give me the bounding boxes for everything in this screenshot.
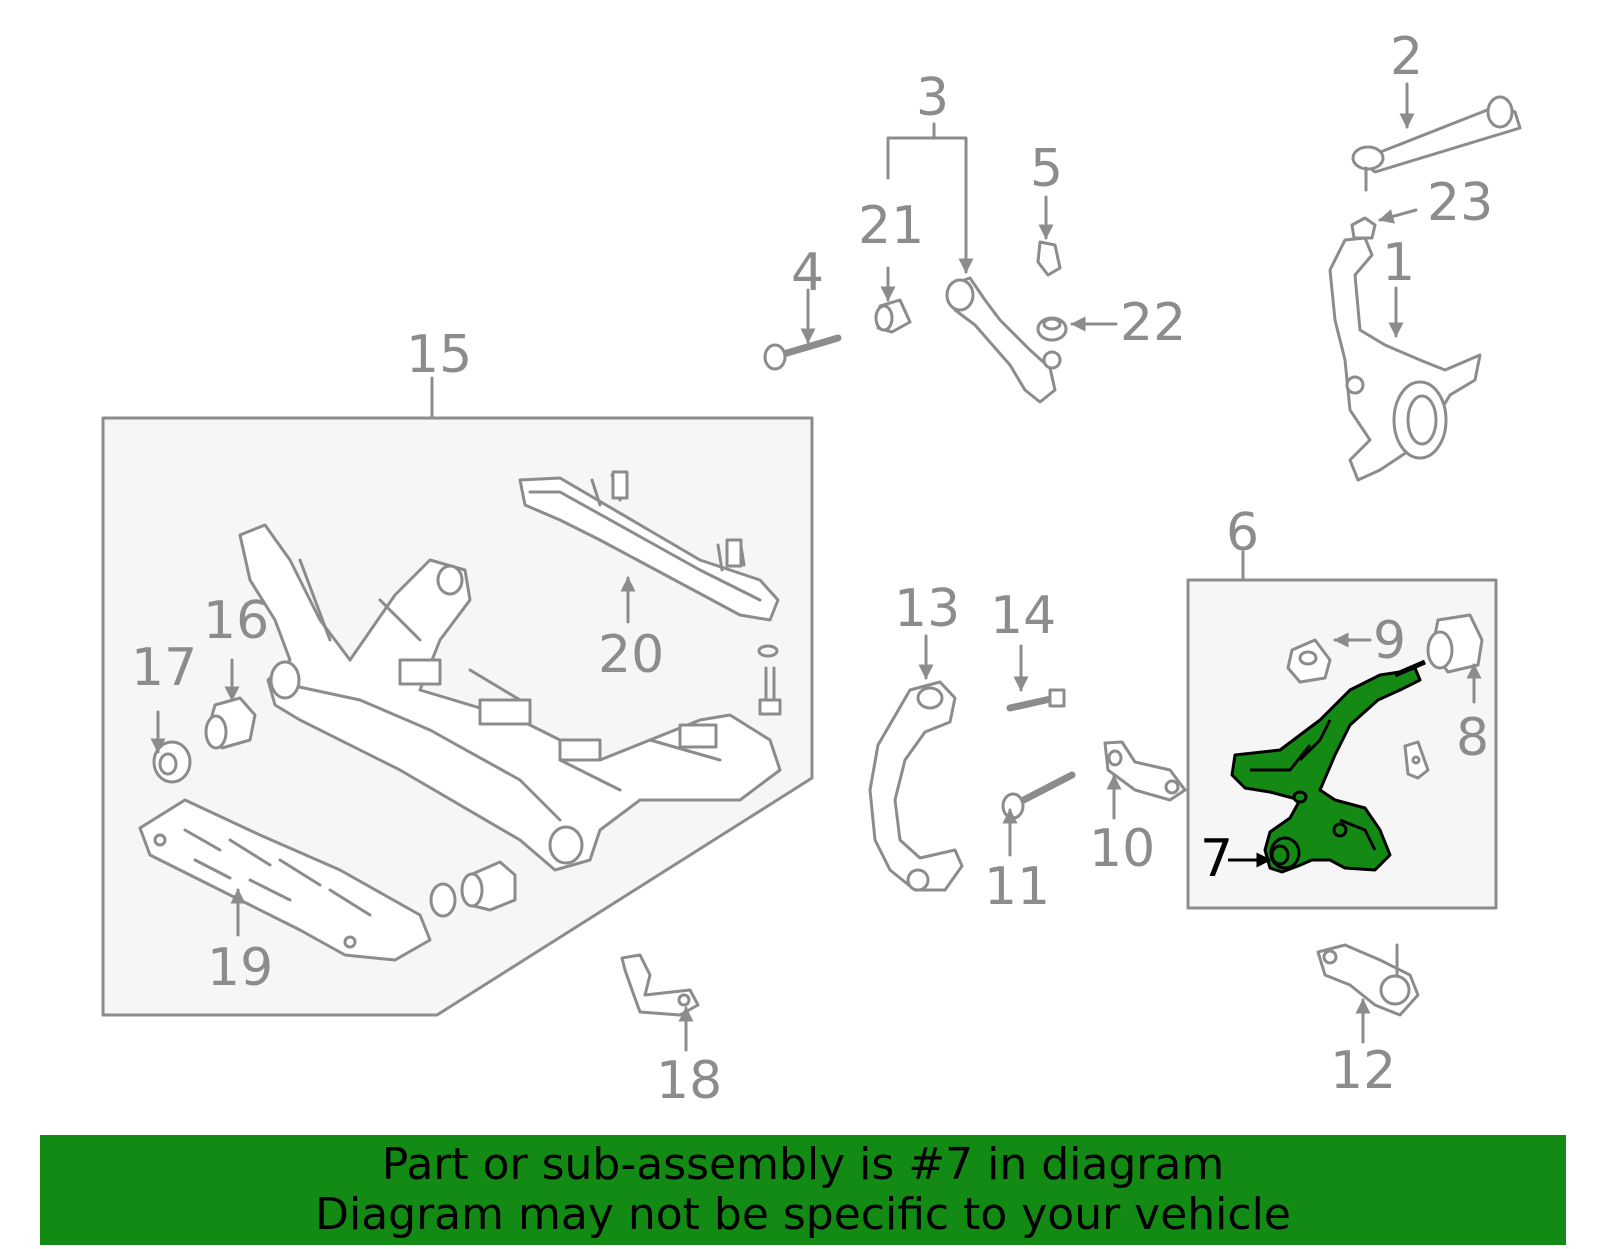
bushing-8: [1426, 613, 1484, 674]
callout-5: 5: [1030, 139, 1063, 199]
small-bracket: [1403, 740, 1430, 780]
subframe: [238, 523, 782, 872]
plate-10: [1103, 740, 1187, 802]
bolt-4: [763, 334, 842, 371]
skid-plate: [138, 798, 432, 962]
callout-14: 14: [990, 586, 1056, 646]
callout-13: 13: [894, 579, 960, 639]
crossmember-rail: [518, 470, 780, 622]
callout-7: 7: [1200, 829, 1233, 889]
callout-21: 21: [858, 196, 924, 256]
nut-5: [1036, 240, 1062, 277]
bracket-18: [620, 953, 700, 1017]
subframe-bushing-16: [204, 696, 257, 750]
subframe-bolt: [757, 644, 782, 716]
washer-22: [1036, 316, 1068, 342]
callout-1: 1: [1382, 233, 1415, 293]
callout-17: 17: [131, 638, 197, 698]
callout-10: 10: [1089, 819, 1155, 879]
nut-9: [1286, 638, 1332, 684]
steering-knuckle-1: [1328, 236, 1482, 482]
banner-line-1: Part or sub-assembly is #7 in diagram: [381, 1139, 1225, 1190]
upper-arm-3: [945, 276, 1062, 404]
callout-15: 15: [406, 325, 472, 385]
ball-joint-12: [1316, 943, 1420, 1017]
callout-22: 22: [1120, 293, 1186, 353]
callout-16: 16: [203, 591, 269, 651]
callout-8: 8: [1456, 708, 1489, 768]
callout-9: 9: [1373, 611, 1406, 671]
bolt-11: [1001, 771, 1076, 820]
callout-18: 18: [656, 1051, 722, 1111]
callout-12: 12: [1330, 1041, 1396, 1101]
callout-4: 4: [791, 243, 824, 303]
bushing-21: [874, 298, 912, 334]
callout-23: 23: [1427, 173, 1493, 233]
callout-19: 19: [207, 938, 273, 998]
lateral-arm-13: [868, 680, 964, 892]
link-arm-2: [1351, 95, 1522, 192]
callout-11: 11: [984, 857, 1050, 917]
banner-line-2: Diagram may not be specific to your vehi…: [315, 1189, 1291, 1240]
lower-control-arm-7-highlighted: [1230, 659, 1426, 874]
callout-20: 20: [598, 625, 664, 685]
rear-bushing-set: [429, 860, 517, 918]
nut-23: [1350, 216, 1377, 240]
callout-3: 3: [916, 68, 949, 128]
bolt-14: [1006, 688, 1066, 712]
callout-2: 2: [1390, 27, 1423, 87]
info-banner: Part or sub-assembly is #7 in diagram Di…: [40, 1135, 1566, 1245]
callout-6: 6: [1226, 503, 1259, 563]
